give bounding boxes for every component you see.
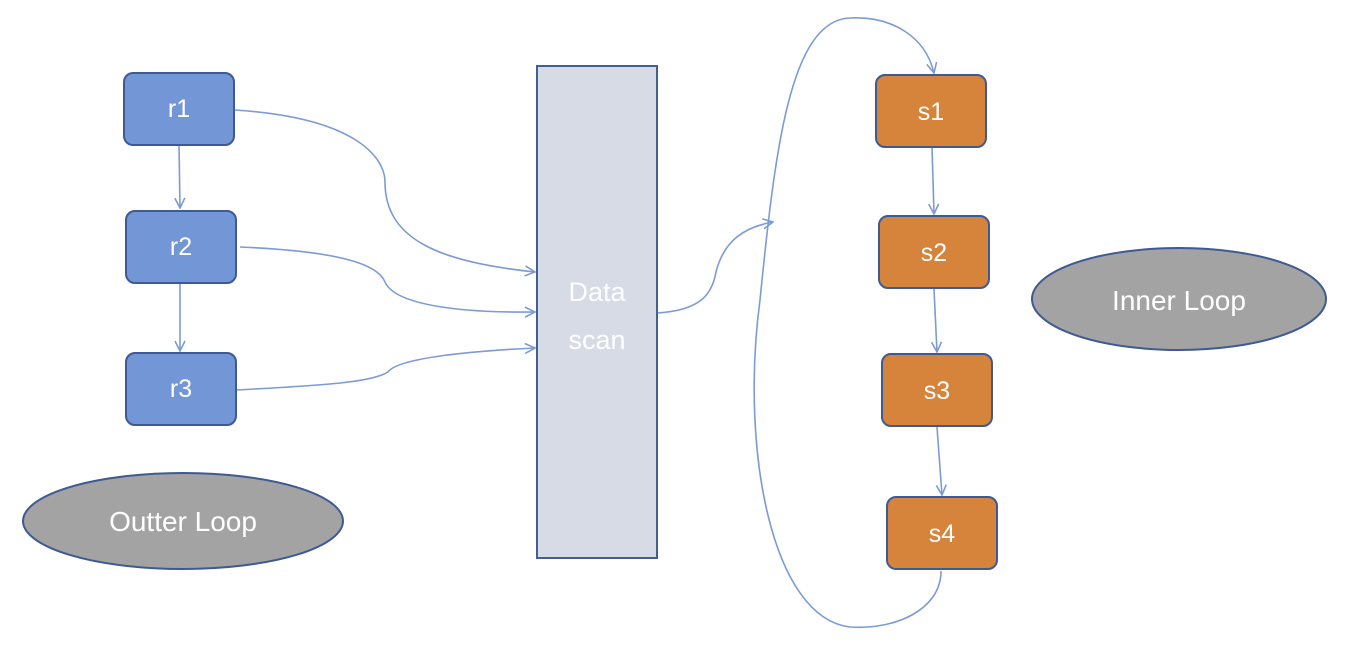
node-r2-box bbox=[125, 210, 237, 284]
inner-loop-ellipse-shape bbox=[1031, 247, 1327, 351]
node-s3-label: s3 bbox=[924, 377, 950, 405]
node-s1-label: s1 bbox=[918, 98, 944, 126]
node-s2-box bbox=[878, 215, 990, 289]
node-r1-label: r1 bbox=[168, 95, 190, 123]
data-scan-label-line1: Data bbox=[568, 277, 626, 307]
node-s3: s3 bbox=[881, 353, 993, 427]
node-s4: s4 bbox=[886, 496, 998, 570]
node-r2: r2 bbox=[125, 210, 237, 284]
edge-r1-scan bbox=[234, 109, 535, 272]
edge-r2-scan bbox=[239, 246, 535, 312]
node-r3-label: r3 bbox=[170, 375, 192, 403]
data-scan-block: Data scan bbox=[536, 65, 658, 559]
node-s2: s2 bbox=[878, 215, 990, 289]
data-scan-box bbox=[536, 65, 658, 559]
data-scan-label-line2: scan bbox=[568, 325, 625, 355]
edge-s3-s4 bbox=[937, 426, 942, 495]
node-s1: s1 bbox=[875, 74, 987, 148]
edge-r1-r2 bbox=[179, 144, 180, 208]
edge-s4-loop-to-s1 bbox=[753, 17, 942, 629]
edge-scan-inner bbox=[657, 222, 773, 314]
inner-loop-ellipse: Inner Loop bbox=[1031, 247, 1327, 351]
edge-s1-s2 bbox=[932, 146, 934, 214]
node-s2-label: s2 bbox=[921, 239, 947, 267]
edges bbox=[179, 17, 942, 629]
node-s4-label: s4 bbox=[929, 520, 956, 548]
node-r1: r1 bbox=[123, 72, 235, 146]
node-r3-box bbox=[125, 352, 237, 426]
node-r1-box bbox=[123, 72, 235, 146]
outer-loop-label: Outter Loop bbox=[109, 506, 257, 537]
node-s4-box bbox=[886, 496, 998, 570]
node-r2-label: r2 bbox=[170, 233, 192, 261]
inner-loop-label: Inner Loop bbox=[1112, 285, 1246, 316]
edge-r3-scan bbox=[236, 348, 535, 391]
node-s3-box bbox=[881, 353, 993, 427]
node-r3: r3 bbox=[125, 352, 237, 426]
outer-loop-ellipse: Outter Loop bbox=[22, 472, 344, 570]
edge-s2-s3 bbox=[934, 288, 937, 352]
node-s1-box bbox=[875, 74, 987, 148]
outer-loop-ellipse-shape bbox=[22, 472, 344, 570]
inner-loop-nodes: s1 s2 s3 s4 bbox=[875, 74, 998, 570]
outer-loop-nodes: r1 r2 r3 bbox=[123, 72, 237, 426]
